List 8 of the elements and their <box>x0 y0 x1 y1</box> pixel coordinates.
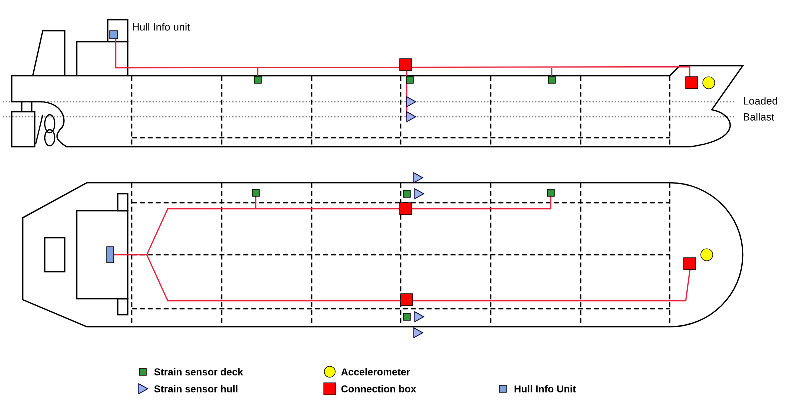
waterline-label: Ballast <box>744 113 775 121</box>
waterline-label: Loaded <box>744 97 778 105</box>
callout-label: Hull Info unit <box>133 23 190 31</box>
legend-label: Strain sensor deck <box>154 368 244 376</box>
legend-label: Connection box <box>342 385 416 393</box>
legend-label: Strain sensor hull <box>154 385 238 393</box>
legend-label: Hull Info Unit <box>514 385 576 393</box>
legend-label: Accelerometer <box>341 368 410 376</box>
